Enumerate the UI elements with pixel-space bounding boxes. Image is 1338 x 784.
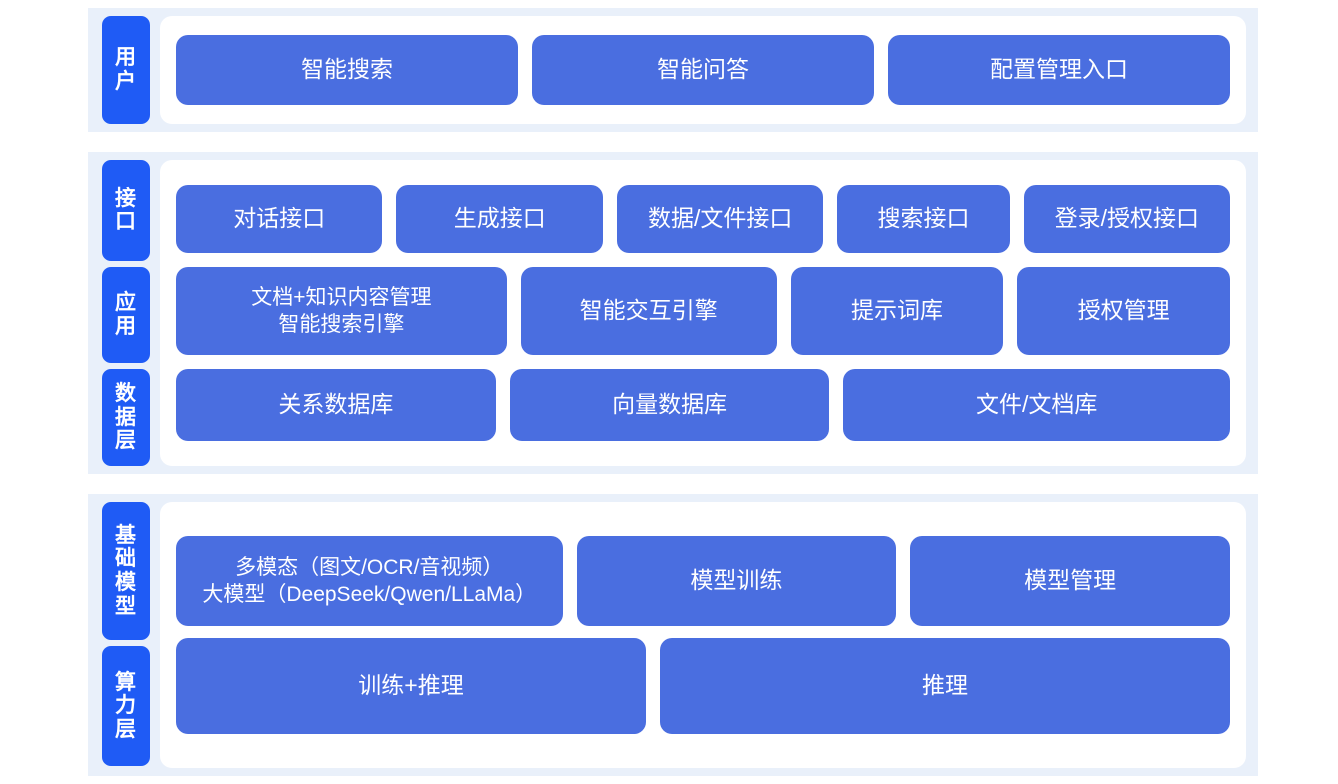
section-bottom: 基础模型 算力层 多模态（图文/OCR/音视频） 大模型（DeepSeek/Qw… [88,494,1258,776]
row-api: 对话接口 生成接口 数据/文件接口 搜索接口 登录/授权接口 [176,185,1230,253]
row-model: 多模态（图文/OCR/音视频） 大模型（DeepSeek/Qwen/LLaMa）… [176,536,1231,626]
panel-middle: 对话接口 生成接口 数据/文件接口 搜索接口 登录/授权接口 文档+知识内容管理… [160,160,1246,466]
rail-tab-user-label: 用户 [115,46,137,93]
rail-tab-foundation-model[interactable]: 基础模型 [102,502,150,640]
rail-tab-user[interactable]: 用户 [102,16,150,124]
rail-tab-data-layer-label: 数据层 [115,382,137,453]
box-training-inference[interactable]: 训练+推理 [176,638,647,734]
rail-tab-foundation-model-label: 基础模型 [115,523,137,618]
box-config-management-entry[interactable]: 配置管理入口 [888,35,1230,105]
box-model-management[interactable]: 模型管理 [910,536,1231,626]
box-authorization-management[interactable]: 授权管理 [1017,267,1231,355]
rail-tab-api[interactable]: 接口 [102,160,150,261]
row-user-entries: 智能搜索 智能问答 配置管理入口 [176,35,1230,105]
box-relational-database[interactable]: 关系数据库 [176,369,496,441]
rail-bottom: 基础模型 算力层 [88,494,152,776]
box-generation-api[interactable]: 生成接口 [396,185,603,253]
rail-tab-compute-layer[interactable]: 算力层 [102,646,150,766]
panel-user: 智能搜索 智能问答 配置管理入口 [160,16,1246,124]
box-dialog-api[interactable]: 对话接口 [176,185,383,253]
row-application: 文档+知识内容管理 智能搜索引擎 智能交互引擎 提示词库 授权管理 [176,267,1231,355]
box-multimodal-large-model[interactable]: 多模态（图文/OCR/音视频） 大模型（DeepSeek/Qwen/LLaMa） [176,536,563,626]
box-search-api[interactable]: 搜索接口 [837,185,1010,253]
row-compute: 训练+推理 推理 [176,638,1230,734]
box-smart-interaction-engine[interactable]: 智能交互引擎 [520,267,777,355]
box-smart-qa[interactable]: 智能问答 [532,35,874,105]
panel-bottom: 多模态（图文/OCR/音视频） 大模型（DeepSeek/Qwen/LLaMa）… [160,502,1246,768]
section-user: 用户 智能搜索 智能问答 配置管理入口 [88,8,1258,132]
box-file-document-store[interactable]: 文件/文档库 [843,369,1231,441]
box-smart-search[interactable]: 智能搜索 [176,35,518,105]
rail-tab-compute-layer-label: 算力层 [115,670,137,741]
section-middle: 接口 应用 数据层 对话接口 生成接口 数据/文件接口 搜索接口 登录/授权接口… [88,152,1258,474]
rail-user: 用户 [88,8,152,132]
rail-tab-api-label: 接口 [115,186,137,234]
box-vector-database[interactable]: 向量数据库 [509,369,830,441]
box-data-file-api[interactable]: 数据/文件接口 [616,185,824,253]
box-login-auth-api[interactable]: 登录/授权接口 [1023,185,1230,253]
rail-tab-application-label: 应用 [115,291,137,338]
row-data: 关系数据库 向量数据库 文件/文档库 [176,369,1231,441]
box-inference[interactable]: 推理 [660,638,1230,734]
rail-tab-application[interactable]: 应用 [102,266,150,364]
box-prompt-library[interactable]: 提示词库 [790,267,1004,355]
rail-middle: 接口 应用 数据层 [88,152,152,474]
rail-tab-data-layer[interactable]: 数据层 [102,369,150,467]
box-document-knowledge-management[interactable]: 文档+知识内容管理 智能搜索引擎 [176,267,507,355]
box-model-training[interactable]: 模型训练 [576,536,897,626]
